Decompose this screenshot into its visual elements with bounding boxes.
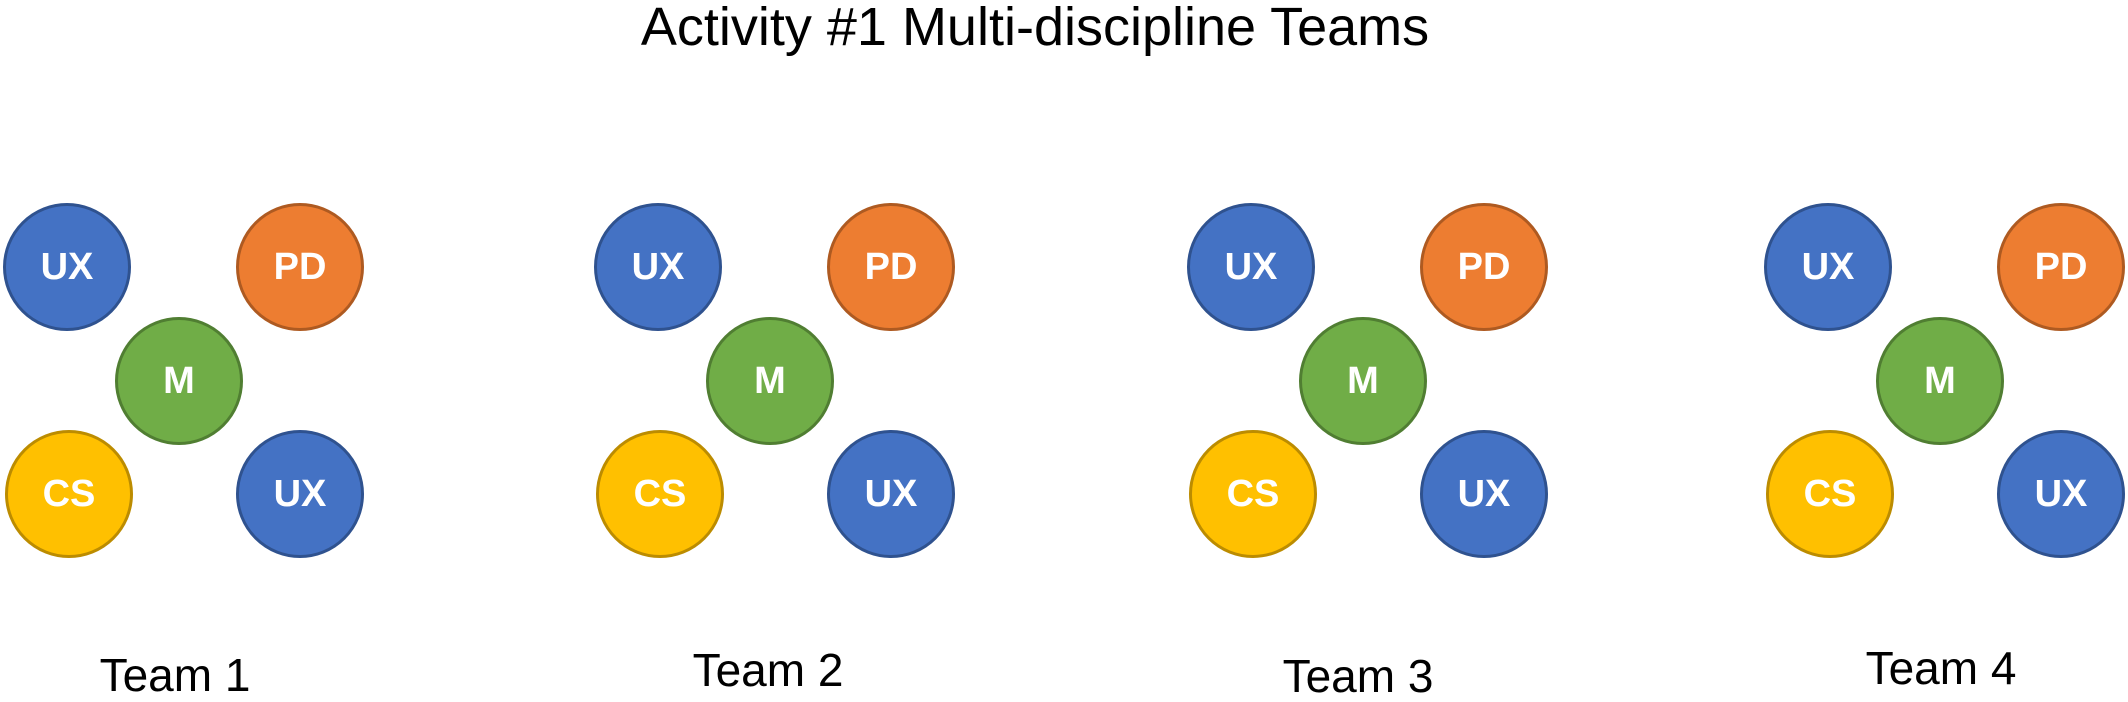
team-3-member-pd: PD xyxy=(1420,203,1548,331)
team-3-member-ux-top: UX xyxy=(1187,203,1315,331)
team-2-member-m: M xyxy=(706,317,834,445)
team-group-1: UX PD M CS UX Team 1 xyxy=(0,0,370,700)
team-4-member-ux-bottom: UX xyxy=(1997,430,2125,558)
team-1-label: Team 1 xyxy=(99,649,251,701)
team-group-2: UX PD M CS UX Team 2 xyxy=(591,0,961,695)
team-4-member-pd: PD xyxy=(1997,203,2125,331)
team-1-member-ux-top: UX xyxy=(3,203,131,331)
team-1-member-ux-bottom: UX xyxy=(236,430,364,558)
team-3-label: Team 3 xyxy=(1282,650,1434,702)
team-3-member-cs: CS xyxy=(1189,430,1317,558)
team-1-member-m: M xyxy=(115,317,243,445)
team-2-member-ux-bottom: UX xyxy=(827,430,955,558)
team-3-member-ux-bottom: UX xyxy=(1420,430,1548,558)
team-2-member-cs: CS xyxy=(596,430,724,558)
team-3-member-m: M xyxy=(1299,317,1427,445)
team-2-label: Team 2 xyxy=(692,644,844,696)
team-group-3: UX PD M CS UX Team 3 xyxy=(1184,0,1554,701)
team-4-member-m: M xyxy=(1876,317,2004,445)
team-4-member-cs: CS xyxy=(1766,430,1894,558)
team-group-4: UX PD M CS UX Team 4 xyxy=(1761,0,2128,695)
team-2-member-pd: PD xyxy=(827,203,955,331)
team-2-member-ux-top: UX xyxy=(594,203,722,331)
team-1-member-pd: PD xyxy=(236,203,364,331)
team-4-label: Team 4 xyxy=(1865,642,2017,694)
team-4-member-ux-top: UX xyxy=(1764,203,1892,331)
team-1-member-cs: CS xyxy=(5,430,133,558)
diagram-title: Activity #1 Multi-discipline Teams xyxy=(640,0,1430,57)
